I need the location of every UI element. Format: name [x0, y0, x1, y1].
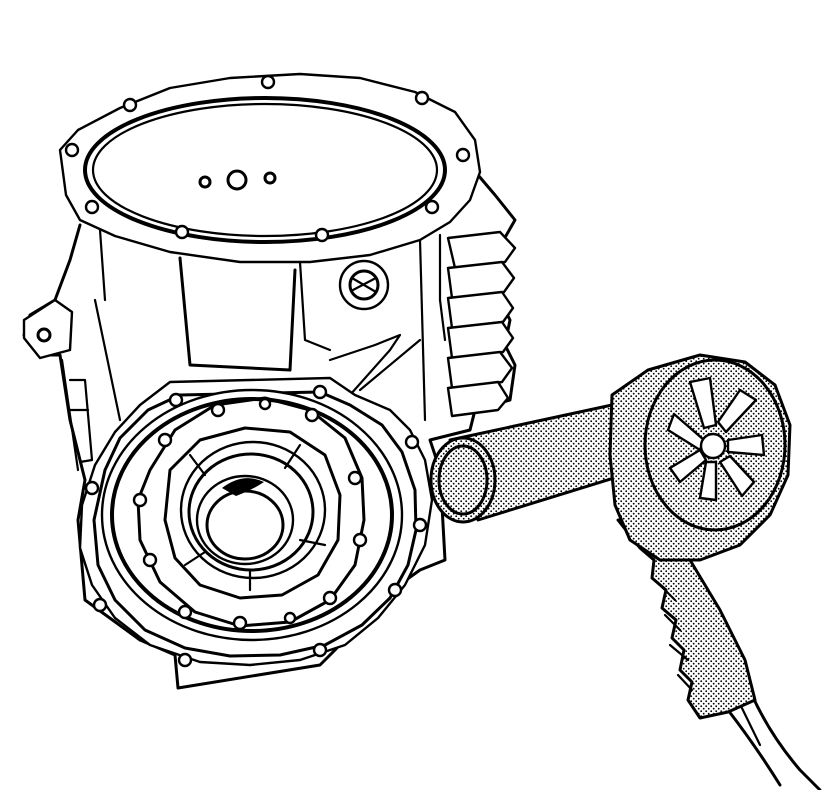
bell-housing-opening — [83, 96, 447, 244]
bell-housing-flange — [58, 72, 482, 264]
fluid-pump-assembly — [78, 376, 434, 668]
heat-gun — [429, 353, 822, 790]
transmission-case — [22, 72, 517, 690]
heat-gun-handle — [616, 518, 757, 720]
heat-gun-intake-vents — [666, 376, 766, 502]
pump-inner-bolt-holes — [132, 397, 368, 631]
pump-perimeter-bolt-holes — [84, 384, 428, 668]
heat-gun-cord — [750, 693, 822, 790]
flange-bolt-holes — [64, 74, 471, 243]
case-cooling-fins — [446, 230, 517, 418]
